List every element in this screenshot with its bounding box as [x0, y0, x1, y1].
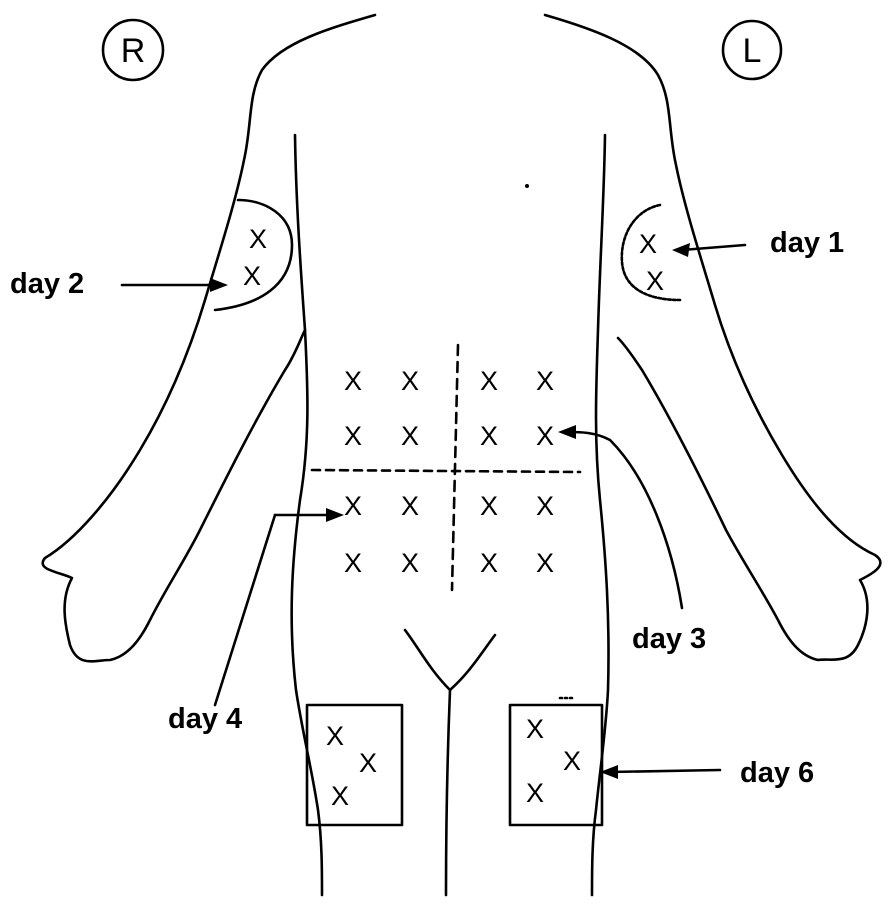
left-thigh-site-box	[510, 705, 602, 825]
site-mark: X	[480, 421, 498, 451]
right-thigh-site-box	[307, 705, 402, 825]
site-mark: X	[646, 266, 664, 296]
site-mark: X	[344, 491, 362, 521]
day2-label: day 2	[10, 268, 84, 300]
stray-dot	[525, 184, 529, 188]
site-mark: X	[401, 491, 419, 521]
day3-arrow-line	[568, 432, 682, 608]
site-mark: X	[536, 548, 554, 578]
crotch-outline	[405, 630, 495, 690]
right-arm-site-oval	[215, 200, 292, 310]
site-mark: X	[344, 548, 362, 578]
site-mark: X	[326, 721, 344, 751]
site-mark: X	[243, 261, 261, 291]
site-mark: X	[480, 548, 498, 578]
day2-arrow-head	[210, 278, 228, 292]
site-mark: X	[401, 366, 419, 396]
day4-arrow-line	[215, 515, 275, 705]
inner-leg-line	[446, 690, 450, 895]
abdomen-horizontal-divider	[312, 470, 580, 472]
site-mark: X	[344, 366, 362, 396]
right-arm-outline	[43, 15, 375, 661]
day3-arrow-head	[558, 425, 576, 439]
site-mark: X	[563, 746, 581, 776]
site-mark: X	[401, 421, 419, 451]
site-mark: X	[526, 778, 544, 808]
day1-arrow-head	[672, 243, 690, 257]
day3-label: day 3	[632, 623, 706, 655]
site-mark: X	[331, 781, 349, 811]
site-mark: X	[536, 491, 554, 521]
site-mark: X	[526, 714, 544, 744]
site-mark: X	[639, 229, 657, 259]
site-mark: X	[344, 421, 362, 451]
site-mark: X	[401, 548, 419, 578]
site-mark: X	[359, 748, 377, 778]
site-mark: X	[480, 366, 498, 396]
day4-arrow-head	[326, 508, 344, 522]
right-side-marker: R	[121, 32, 146, 70]
site-mark: X	[249, 224, 267, 254]
day1-arrow-line	[682, 245, 745, 250]
site-mark: X	[536, 366, 554, 396]
left-arm-outline	[545, 15, 880, 660]
site-mark: X	[536, 421, 554, 451]
day1-label: day 1	[770, 227, 844, 259]
site-mark: X	[480, 491, 498, 521]
day4-label: day 4	[168, 703, 242, 735]
day5-label: day 6	[740, 757, 814, 789]
abdomen-vertical-divider	[452, 345, 458, 590]
torso-left-side	[592, 135, 609, 895]
left-side-marker: L	[743, 32, 762, 70]
day5-arrow-line	[608, 770, 720, 772]
